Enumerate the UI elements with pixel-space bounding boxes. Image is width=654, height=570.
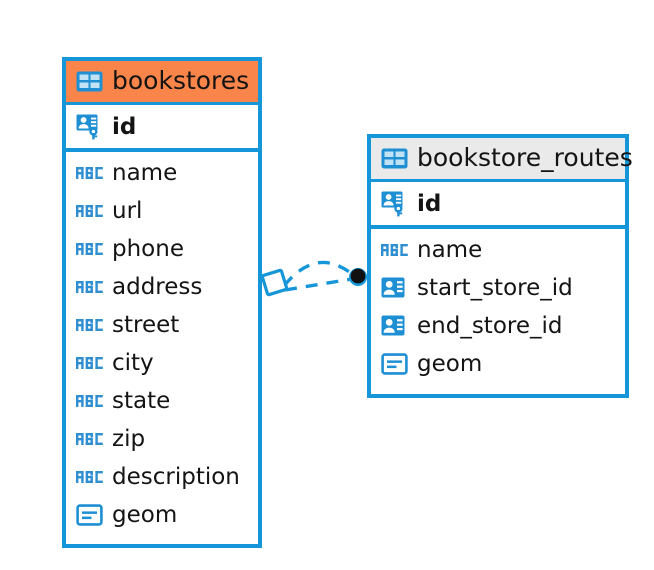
entity-header-bookstore-routes[interactable]: bookstore_routes [371, 138, 633, 182]
geometry-icon [381, 353, 408, 375]
foreign-key-icon [381, 277, 405, 298]
field-label: end_store_id [417, 313, 563, 339]
field-row[interactable]: description [66, 458, 258, 496]
abc-text-icon [381, 244, 408, 256]
field-row[interactable]: city [66, 344, 258, 382]
field-row[interactable]: name [371, 231, 625, 269]
abc-text-icon [76, 433, 103, 445]
field-label: phone [112, 236, 184, 262]
relationship-line-lower [284, 277, 353, 292]
field-row[interactable]: state [66, 382, 258, 420]
table-icon [76, 71, 103, 91]
field-label: zip [112, 426, 146, 452]
field-row[interactable]: phone [66, 230, 258, 268]
field-label: name [112, 160, 178, 186]
filled-circle-marker-ring [349, 268, 367, 286]
field-label: geom [417, 351, 483, 377]
field-label: description [112, 464, 240, 490]
field-row[interactable]: start_store_id [371, 269, 625, 307]
field-label: id [112, 113, 137, 140]
entity-title: bookstore_routes [417, 143, 633, 172]
field-row[interactable]: url [66, 192, 258, 230]
abc-text-icon [76, 319, 103, 331]
field-label: address [112, 274, 203, 300]
field-row[interactable]: name [66, 154, 258, 192]
fields-section: name url phone address street city state zip des… [66, 152, 258, 538]
primary-key-section: id [66, 105, 258, 152]
diamond-marker [260, 268, 289, 297]
primary-key-icon [76, 114, 98, 139]
relationship-line-upper [282, 260, 354, 288]
field-row[interactable]: end_store_id [371, 307, 625, 345]
primary-key-section: id [371, 182, 625, 229]
field-row[interactable]: geom [371, 345, 625, 383]
field-label: id [417, 190, 442, 217]
abc-text-icon [76, 167, 103, 179]
field-row-id[interactable]: id [371, 182, 625, 225]
field-label: start_store_id [417, 275, 573, 301]
abc-text-icon [76, 281, 103, 293]
field-row[interactable]: zip [66, 420, 258, 458]
field-row[interactable]: street [66, 306, 258, 344]
field-label: url [112, 198, 143, 224]
field-row[interactable]: geom [66, 496, 258, 534]
abc-text-icon [76, 395, 103, 407]
field-label: geom [112, 502, 178, 528]
field-label: state [112, 388, 171, 414]
field-label: name [417, 237, 483, 263]
field-label: street [112, 312, 180, 338]
geometry-icon [76, 504, 103, 526]
foreign-key-icon [381, 315, 405, 336]
field-label: city [112, 350, 154, 376]
entity-title: bookstores [112, 66, 250, 95]
filled-circle-marker [350, 268, 366, 284]
field-row-id[interactable]: id [66, 105, 258, 148]
primary-key-icon [381, 191, 403, 216]
abc-text-icon [76, 205, 103, 217]
abc-text-icon [76, 471, 103, 483]
field-row[interactable]: address [66, 268, 258, 306]
table-icon [381, 148, 408, 168]
abc-text-icon [76, 357, 103, 369]
entity-header-bookstores[interactable]: bookstores [66, 61, 258, 105]
abc-text-icon [76, 243, 103, 255]
